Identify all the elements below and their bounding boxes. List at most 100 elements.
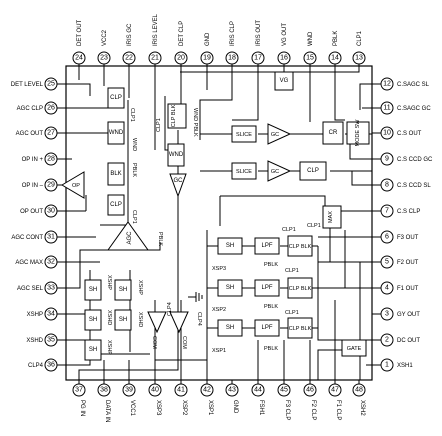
- pin-35: 35 XSHD: [26, 333, 66, 347]
- gc-amp-1: GC: [267, 123, 292, 145]
- pin-28: 28 OP IN +: [22, 152, 66, 166]
- max-block-label: MAX: [328, 211, 334, 223]
- sh-block-5: SH: [84, 339, 102, 361]
- pin-9: 9 C.S CCD GC: [372, 152, 433, 166]
- slice-block-2: SLICE: [231, 162, 257, 180]
- pin-3-number: 3: [385, 311, 389, 318]
- pin-24-number: 24: [75, 55, 83, 62]
- sig-agc-cont: PBLK: [157, 232, 163, 246]
- pin-1-label: XSH1: [397, 363, 413, 369]
- sig-com-1: COM: [151, 336, 157, 349]
- pin-36-number: 36: [47, 362, 55, 369]
- wnd-block-2-label: WND: [169, 152, 184, 158]
- clp-blk-row2: CLP BLK: [287, 277, 313, 299]
- pin-31-number: 31: [47, 234, 55, 241]
- gc-amp-1-label: GC: [271, 132, 279, 138]
- pin-32-number: 32: [47, 259, 55, 266]
- pin-9-number: 9: [385, 156, 389, 163]
- pin-48: 48 XSH2: [352, 380, 366, 416]
- clp-blk-block: CLP BLK: [167, 103, 187, 129]
- pin-20-number: 20: [177, 55, 185, 62]
- pin-2-number: 2: [385, 337, 389, 344]
- pin-21: 21 IRIS LEVEL: [148, 13, 162, 66]
- pin-24: 24 DET OUT: [72, 19, 86, 66]
- sh-block-2-label: SH: [119, 287, 127, 293]
- pin-27: 27 AGC OUT: [16, 126, 66, 140]
- pin-14-label: PBLK: [333, 31, 339, 46]
- pin-28-number: 28: [47, 156, 55, 163]
- sig-pblk-d: PBLK: [264, 346, 278, 352]
- sh-block-4-label: SH: [119, 317, 127, 323]
- signal-labels: CLP1 WND PBLK CLP1 CLP1 WND PBLK PBLK XS…: [106, 108, 321, 355]
- pin-13-number: 13: [355, 55, 363, 62]
- pin-38-label: DATA IN: [104, 400, 110, 422]
- sig-xshd-2: XSHD: [137, 312, 143, 327]
- sh-block-2: SH: [114, 279, 132, 301]
- pin-10: 10 C.S OUT: [372, 126, 422, 140]
- pin-30: 30 OP OUT: [20, 204, 66, 218]
- pin-46-number: 46: [306, 387, 314, 394]
- lpf-block-row3: LPF: [254, 319, 280, 337]
- pin-13-label: CLP1: [357, 30, 363, 46]
- pin-29: 29 OP IN –: [22, 178, 66, 192]
- sig-xsp1: XSP1: [212, 348, 226, 354]
- pin-40: 40 XSP3: [148, 380, 162, 416]
- lpf-block-row2: LPF: [254, 279, 280, 297]
- pin-19-number: 19: [203, 55, 211, 62]
- pin-30-label: OP OUT: [20, 209, 43, 215]
- pin-22: 22 IRIS GC: [122, 23, 136, 66]
- sh-block-row2-label: SH: [226, 285, 234, 291]
- pin-39-number: 39: [125, 387, 133, 394]
- sh-block-3: SH: [84, 309, 102, 331]
- blocks: CLP WND BLK CLP CLP BLK WND GC VG: [61, 71, 370, 361]
- sh-block-row1: SH: [217, 237, 243, 255]
- slice-block-2-label: SLICE: [236, 169, 252, 175]
- pin-30-number: 30: [47, 208, 55, 215]
- pin-7-number: 7: [385, 208, 389, 215]
- pin-7: 7 C.S CLP: [372, 204, 420, 218]
- op-amp: OP: [61, 171, 85, 199]
- pin-11-label: C.SAGC GC: [397, 106, 431, 112]
- pin-34-number: 34: [47, 311, 55, 318]
- pin-47-number: 47: [331, 387, 339, 394]
- gate-block: GATE: [341, 339, 367, 357]
- vg-block: VG: [274, 71, 294, 91]
- sig-pblk-c: PBLK: [264, 304, 278, 310]
- pin-46: 46 F2 CLP: [303, 380, 317, 420]
- pin-33: 33 AGC SEL: [17, 281, 66, 295]
- wnd-block-2: WND: [167, 143, 185, 167]
- pin-2: 2 DC OUT: [372, 333, 420, 347]
- gate-block-label: GATE: [347, 346, 362, 352]
- left-pins: 25 DET LEVEL 26 AGC CLP 27 AGC OUT 28 OP…: [11, 77, 66, 372]
- lpf-block-row3-label: LPF: [261, 325, 272, 331]
- pin-4: 4 F1 OUT: [372, 281, 419, 295]
- sig-xshp-1: XSHP: [106, 275, 112, 290]
- pin-17: 17 IRIS OUT: [251, 20, 265, 66]
- sh-block-row2: SH: [217, 279, 243, 297]
- clp-blk-row3-label: CLP BLK: [289, 326, 312, 332]
- pin-29-number: 29: [47, 182, 55, 189]
- top-pins: 24 DET OUT 23 VCC2 22 IRIS GC 21 IRIS LE…: [72, 13, 366, 66]
- pin-47-label: F1 CLP: [335, 400, 341, 420]
- pin-21-number: 21: [151, 55, 159, 62]
- pin-19: 19 GND: [200, 32, 214, 66]
- pin-46-label: F2 CLP: [310, 400, 316, 420]
- sig-xsp2: XSP2: [212, 307, 226, 313]
- clp-block-3: CLP: [299, 161, 327, 181]
- det-gc-amp-label: GC: [174, 178, 184, 184]
- pin-29-label: OP IN –: [22, 183, 44, 189]
- pin-32: 32 AGC MAX: [15, 255, 66, 269]
- cr-block-label: CR: [329, 130, 338, 136]
- sh-block-4: SH: [114, 309, 132, 331]
- pin-17-label: IRIS OUT: [256, 20, 262, 46]
- clp-block-2: CLP: [107, 194, 125, 216]
- pin-34-label: XSHP: [27, 312, 43, 318]
- sig-xsp3: XSP3: [212, 266, 226, 272]
- pin-25: 25 DET LEVEL: [11, 77, 66, 91]
- pin-42: 42 XSP1: [200, 380, 214, 416]
- pin-44-number: 44: [254, 387, 262, 394]
- sig-pblk-b: PBLK: [264, 262, 278, 268]
- pin-19-label: GND: [205, 32, 211, 46]
- pin-16-number: 16: [280, 55, 288, 62]
